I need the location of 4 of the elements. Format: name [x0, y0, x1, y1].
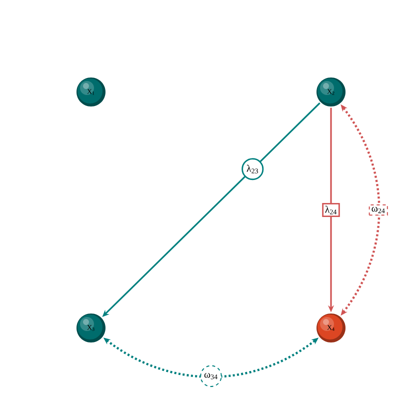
edge-label: λ$_{24}$ [322, 203, 340, 217]
edge-label: ω$_{24}$ [368, 204, 388, 216]
edge-label: λ$_{23}$ [242, 158, 264, 180]
edge-label: ω$_{34}$ [200, 365, 222, 387]
